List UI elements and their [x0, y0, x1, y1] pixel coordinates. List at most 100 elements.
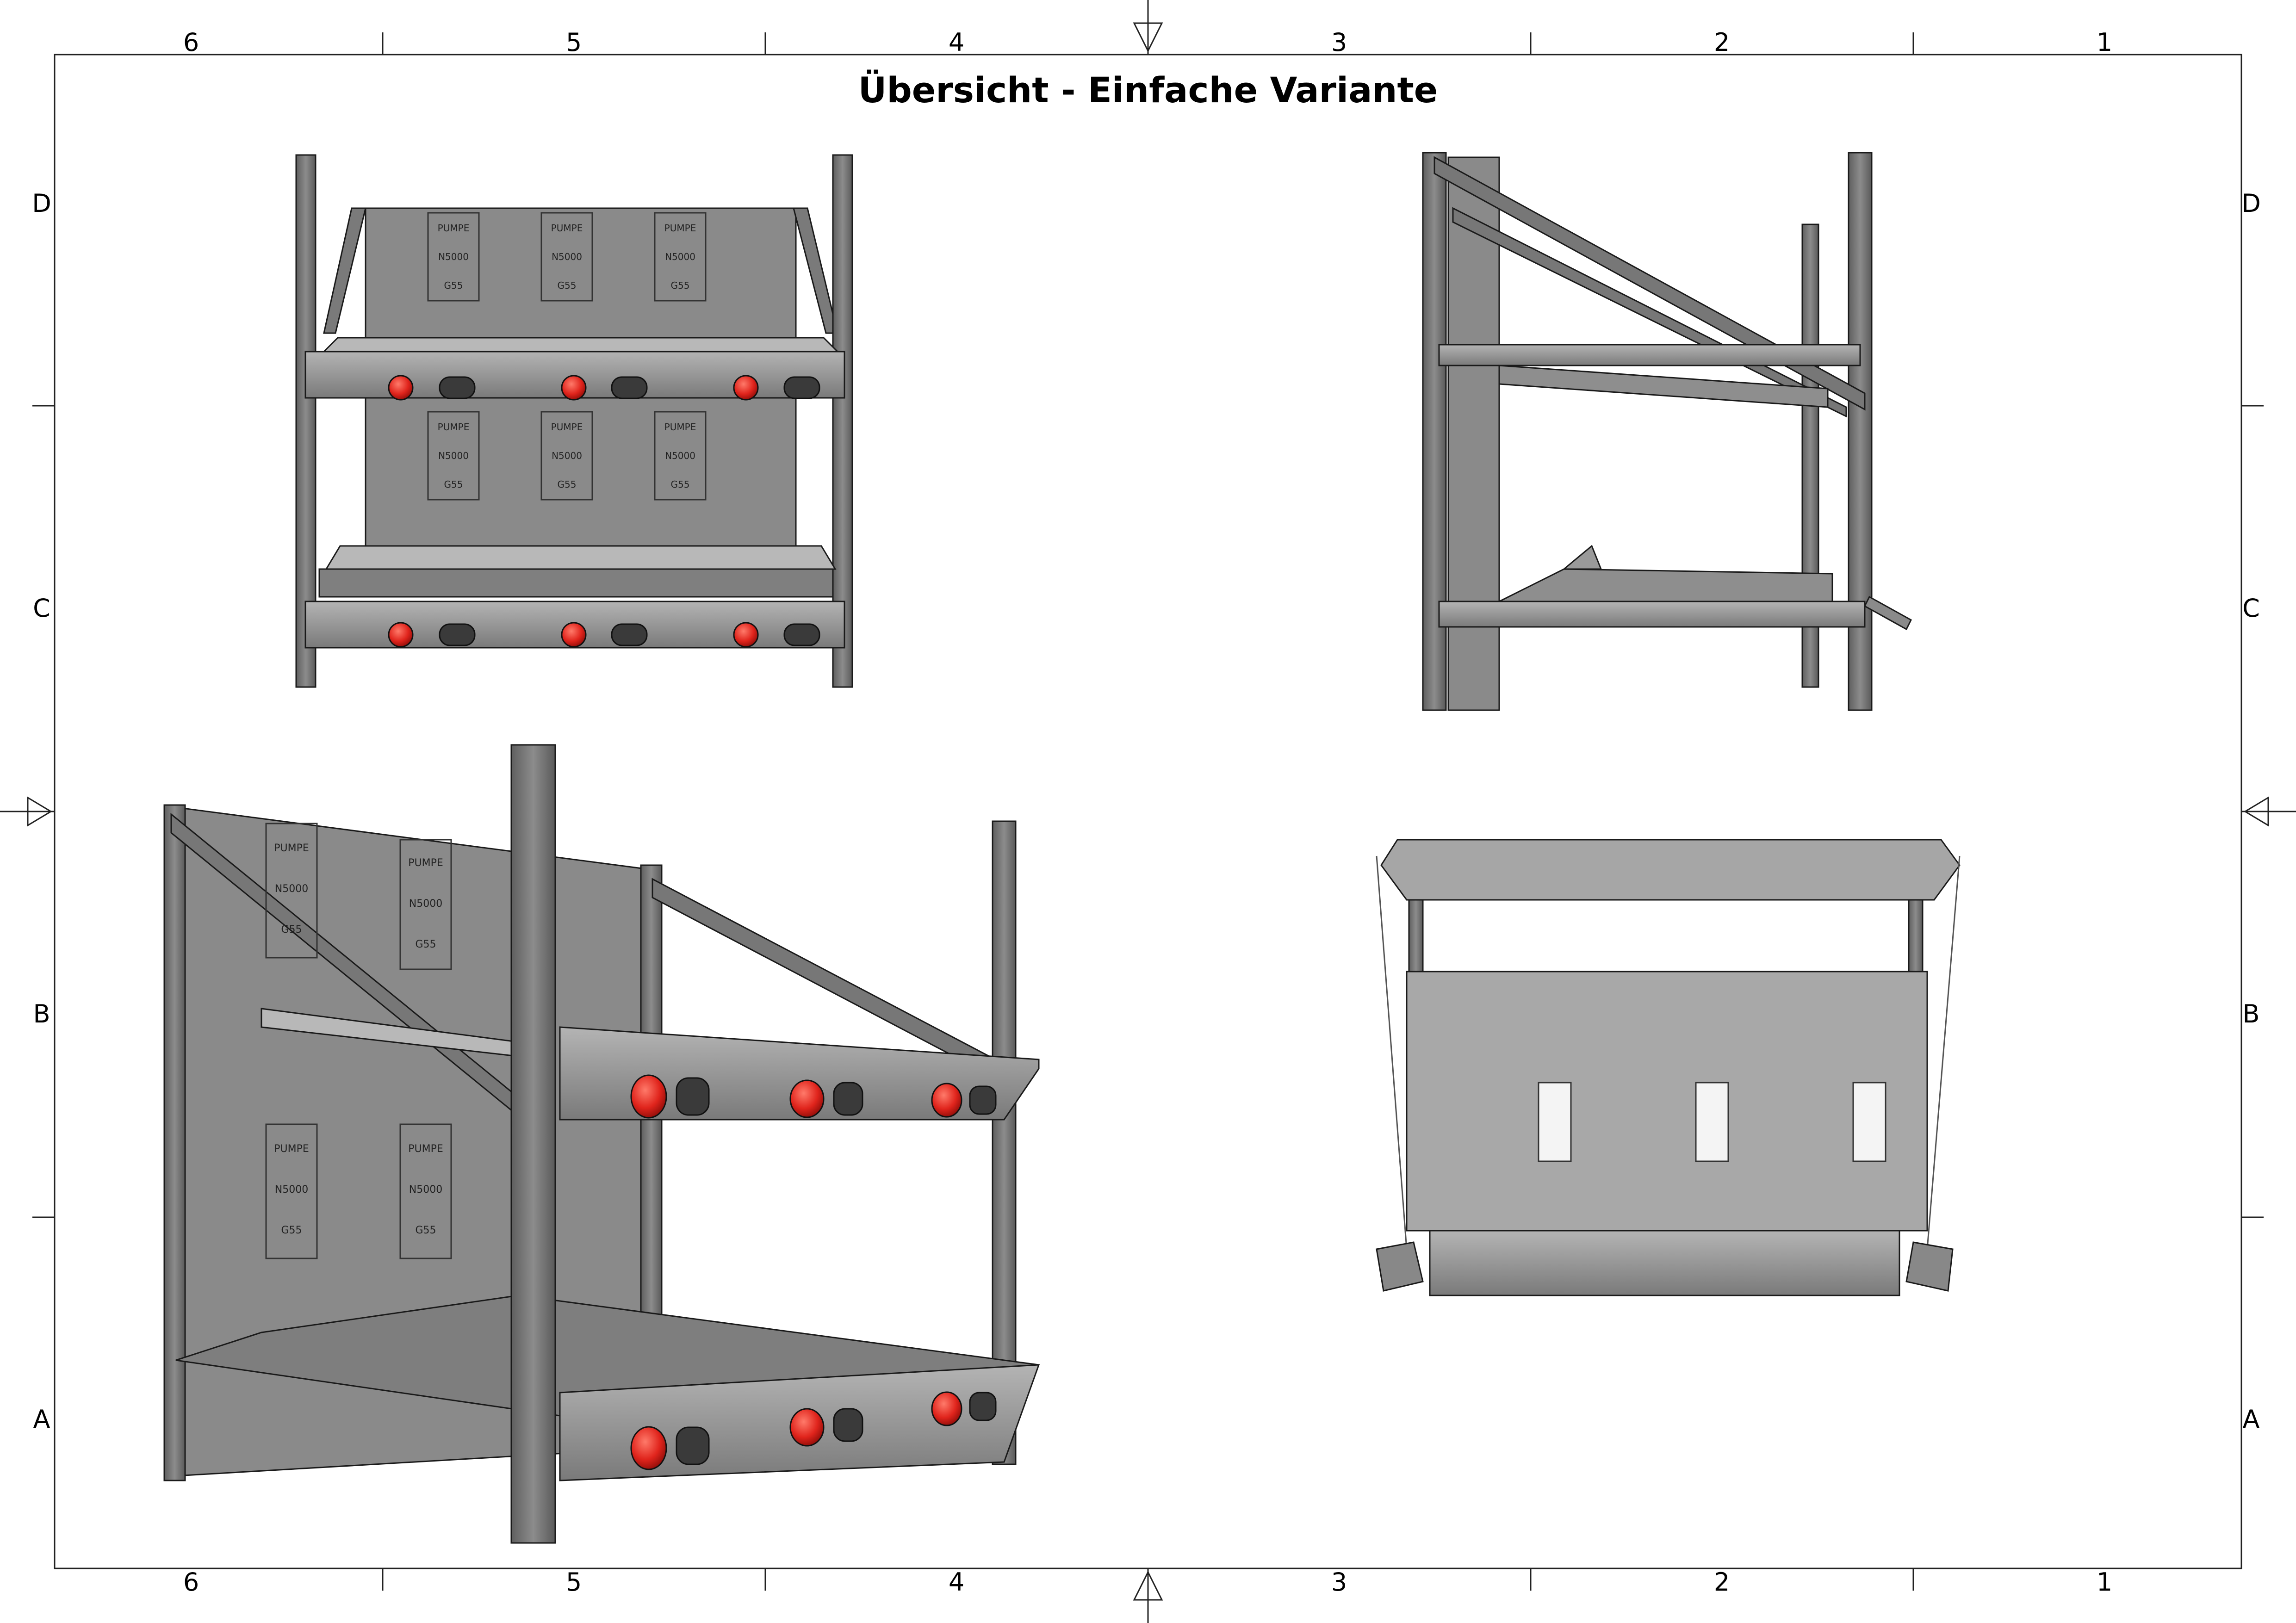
front-dark-light — [783, 376, 820, 399]
zone-label-top: 1 — [2096, 28, 2113, 57]
panel-label: G55 — [557, 479, 577, 490]
zone-label-right: D — [2241, 189, 2261, 218]
zone-ticks — [32, 32, 2264, 1591]
zone-label-top: 3 — [1331, 28, 1347, 57]
iso-plate: PUMPE N5000 G55 — [400, 843, 451, 965]
panel-label: N5000 — [665, 251, 695, 262]
iso-red-light — [931, 1391, 962, 1426]
iso-dark-light — [969, 1392, 997, 1421]
iso-plate: PUMPE N5000 G55 — [266, 1129, 317, 1251]
front-lights — [388, 375, 820, 648]
zone-label-bottom: 4 — [948, 1567, 965, 1597]
iso-post-back-left — [163, 804, 186, 1481]
panel-label: PUMPE — [274, 1143, 309, 1155]
plan-view — [1376, 839, 1961, 1296]
zone-label-left: B — [33, 999, 50, 1028]
panel-label: G55 — [415, 1225, 436, 1236]
side-shelf-lower-lip — [1562, 545, 1602, 570]
front-post-right — [832, 154, 853, 688]
panel-label: PUMPE — [437, 223, 470, 234]
front-shelf-lower-tray — [318, 568, 834, 598]
panel-label: N5000 — [409, 898, 443, 910]
zone-label-top: 2 — [1713, 28, 1730, 57]
front-red-light — [388, 375, 414, 401]
panel-label: N5000 — [438, 450, 469, 461]
iso-red-light — [931, 1083, 962, 1118]
sheet-title: Übersicht - Einfache Variante — [858, 69, 1438, 111]
front-plate: PUMPE N5000 G55 — [655, 214, 706, 300]
iso-dark-light — [676, 1426, 710, 1465]
panel-label: N5000 — [665, 450, 695, 461]
plan-panel-bottom — [1429, 1230, 1900, 1296]
side-shelf-upper — [1438, 344, 1861, 366]
panel-label: G55 — [415, 939, 436, 950]
panel-label: PUMPE — [408, 857, 443, 869]
panel-label: N5000 — [274, 1184, 309, 1196]
iso-red-light — [630, 1074, 667, 1119]
side-shelf-lower-tray — [1499, 568, 1833, 602]
front-red-light — [733, 375, 759, 401]
plan-post-left — [1408, 899, 1424, 973]
iso-view — [163, 744, 1040, 1544]
zone-label-right: A — [2242, 1405, 2260, 1434]
front-red-light — [733, 622, 759, 648]
front-brace-left — [323, 207, 366, 334]
panel-label: G55 — [670, 479, 690, 490]
zone-label-top: 5 — [565, 28, 582, 57]
front-dark-light — [439, 376, 476, 399]
panel-label: G55 — [444, 479, 463, 490]
panel-label: PUMPE — [408, 1143, 443, 1155]
iso-red-light — [789, 1079, 825, 1118]
zone-label-right: C — [2242, 594, 2260, 623]
plan-top-shelf — [1380, 839, 1961, 901]
plan-foot-right — [1905, 1241, 1954, 1292]
panel-label: PUMPE — [551, 223, 583, 234]
zone-label-bottom: 2 — [1713, 1567, 1730, 1597]
front-dark-light — [611, 376, 648, 399]
iso-post-front-left — [510, 744, 556, 1544]
iso-dark-light — [969, 1085, 997, 1115]
panel-label: PUMPE — [437, 421, 470, 433]
panel-label: N5000 — [552, 251, 582, 262]
iso-red-light — [630, 1426, 667, 1470]
panel-label: G55 — [557, 280, 577, 291]
panel-label: N5000 — [438, 251, 469, 262]
iso-dark-light — [676, 1077, 710, 1116]
plan-panel — [1406, 971, 1928, 1232]
front-red-light — [561, 375, 587, 401]
front-shelf-lower-lip — [325, 545, 837, 570]
plan-cutout — [1538, 1082, 1572, 1162]
iso-dark-light — [833, 1082, 863, 1116]
panel-label: G55 — [444, 280, 463, 291]
panel-label: PUMPE — [664, 421, 696, 433]
front-red-light — [561, 622, 587, 648]
zone-label-left: C — [33, 594, 50, 623]
plan-post-right — [1908, 899, 1924, 973]
panel-label: G55 — [281, 924, 302, 935]
zone-label-right: B — [2242, 999, 2260, 1028]
zone-label-bottom: 5 — [565, 1567, 582, 1597]
side-shelf-lower — [1438, 601, 1866, 628]
iso-lights — [630, 1074, 997, 1470]
front-plate: PUMPE N5000 G55 — [655, 413, 706, 499]
iso-post-front-right — [992, 820, 1017, 1465]
panel-label: N5000 — [552, 450, 582, 461]
panel-label: PUMPE — [664, 223, 696, 234]
iso-plate: PUMPE N5000 G55 — [400, 1129, 451, 1251]
front-shelf-upper-lip — [322, 337, 839, 353]
panel-label: N5000 — [409, 1184, 443, 1196]
front-plate: PUMPE N5000 G55 — [541, 214, 592, 300]
panel-label: PUMPE — [551, 421, 583, 433]
panel-label: PUMPE — [274, 842, 309, 854]
panel-label: G55 — [281, 1225, 302, 1236]
side-post-back — [1422, 152, 1447, 711]
front-brace-right — [793, 207, 838, 334]
front-plate: PUMPE N5000 G55 — [541, 413, 592, 499]
plan-cutout — [1695, 1082, 1729, 1162]
iso-plate: PUMPE N5000 G55 — [266, 828, 317, 950]
side-shelf-lip — [1864, 595, 1912, 631]
front-red-light — [388, 622, 414, 648]
zone-label-left: D — [32, 189, 51, 218]
zone-label-bottom: 6 — [183, 1567, 199, 1597]
zone-label-top: 6 — [183, 28, 199, 57]
